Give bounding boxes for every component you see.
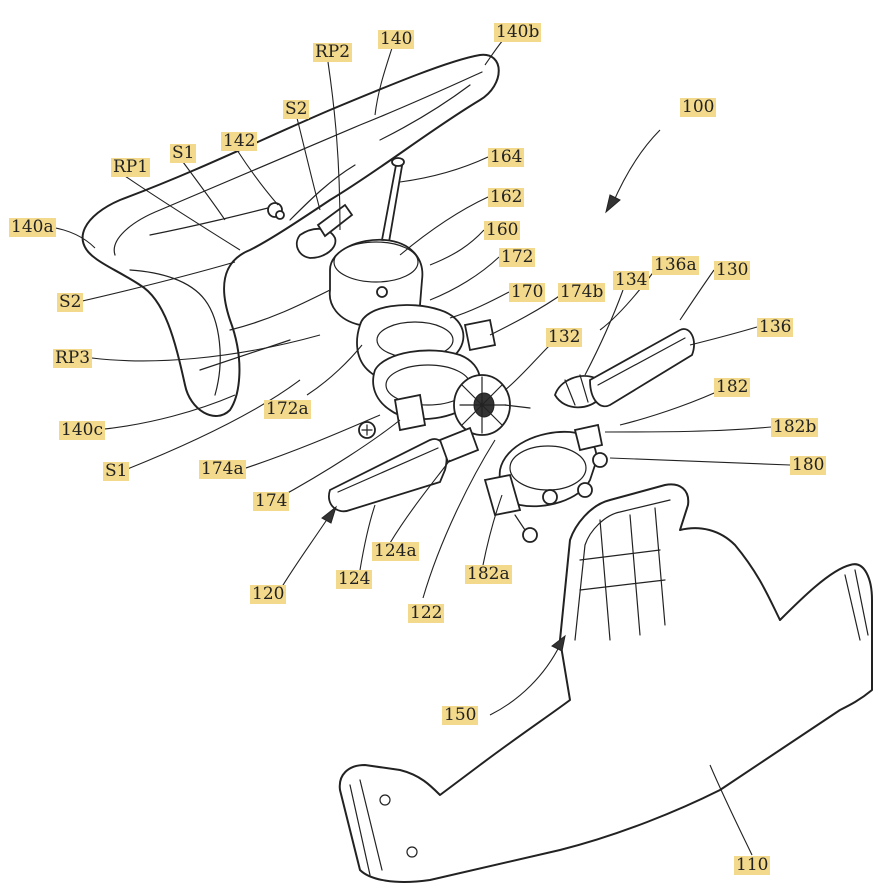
label-174: 174 <box>253 491 290 511</box>
label-174b: 174b <box>558 282 606 302</box>
label-rp3: RP3 <box>53 348 93 368</box>
label-132: 132 <box>546 327 583 347</box>
label-182b: 182b <box>771 417 819 437</box>
label-182: 182 <box>714 377 751 397</box>
post-164 <box>380 157 405 244</box>
clamp-assembly-160 <box>328 238 497 439</box>
label-172a: 172a <box>264 399 311 419</box>
label-140c: 140c <box>59 420 105 440</box>
leader-lines <box>49 39 791 856</box>
label-122: 122 <box>408 603 445 623</box>
label-130: 130 <box>714 260 751 280</box>
base-frame-110 <box>338 483 873 883</box>
label-160: 160 <box>484 220 521 240</box>
label-s1-bot: S1 <box>103 461 130 481</box>
label-172: 172 <box>499 247 536 267</box>
label-110: 110 <box>734 855 771 875</box>
label-s2-mid: S2 <box>57 292 84 312</box>
label-164: 164 <box>488 147 525 167</box>
bracket-180 <box>483 423 608 543</box>
handle-124 <box>328 426 480 513</box>
handle-136 <box>589 328 695 408</box>
label-140a: 140a <box>9 217 56 237</box>
label-162: 162 <box>488 187 525 207</box>
gear-132 <box>453 374 531 436</box>
label-124: 124 <box>336 569 373 589</box>
label-136: 136 <box>757 317 794 337</box>
label-174a: 174a <box>199 459 246 479</box>
label-140: 140 <box>378 29 415 49</box>
label-100: 100 <box>680 97 717 117</box>
label-120: 120 <box>250 584 287 604</box>
seat-part-140 <box>81 53 500 417</box>
label-170: 170 <box>509 282 546 302</box>
label-s1-top: S1 <box>170 143 197 163</box>
label-134: 134 <box>613 270 650 290</box>
label-142: 142 <box>221 131 258 151</box>
label-180: 180 <box>790 455 827 475</box>
label-s2-top: S2 <box>283 99 310 119</box>
label-124a: 124a <box>372 541 419 561</box>
label-182a: 182a <box>465 564 512 584</box>
label-136a: 136a <box>652 255 699 275</box>
label-140b: 140b <box>494 22 542 42</box>
assembly-arrows <box>279 129 661 716</box>
label-rp1: RP1 <box>111 157 151 177</box>
label-150: 150 <box>442 705 479 725</box>
label-rp2: RP2 <box>313 42 353 62</box>
